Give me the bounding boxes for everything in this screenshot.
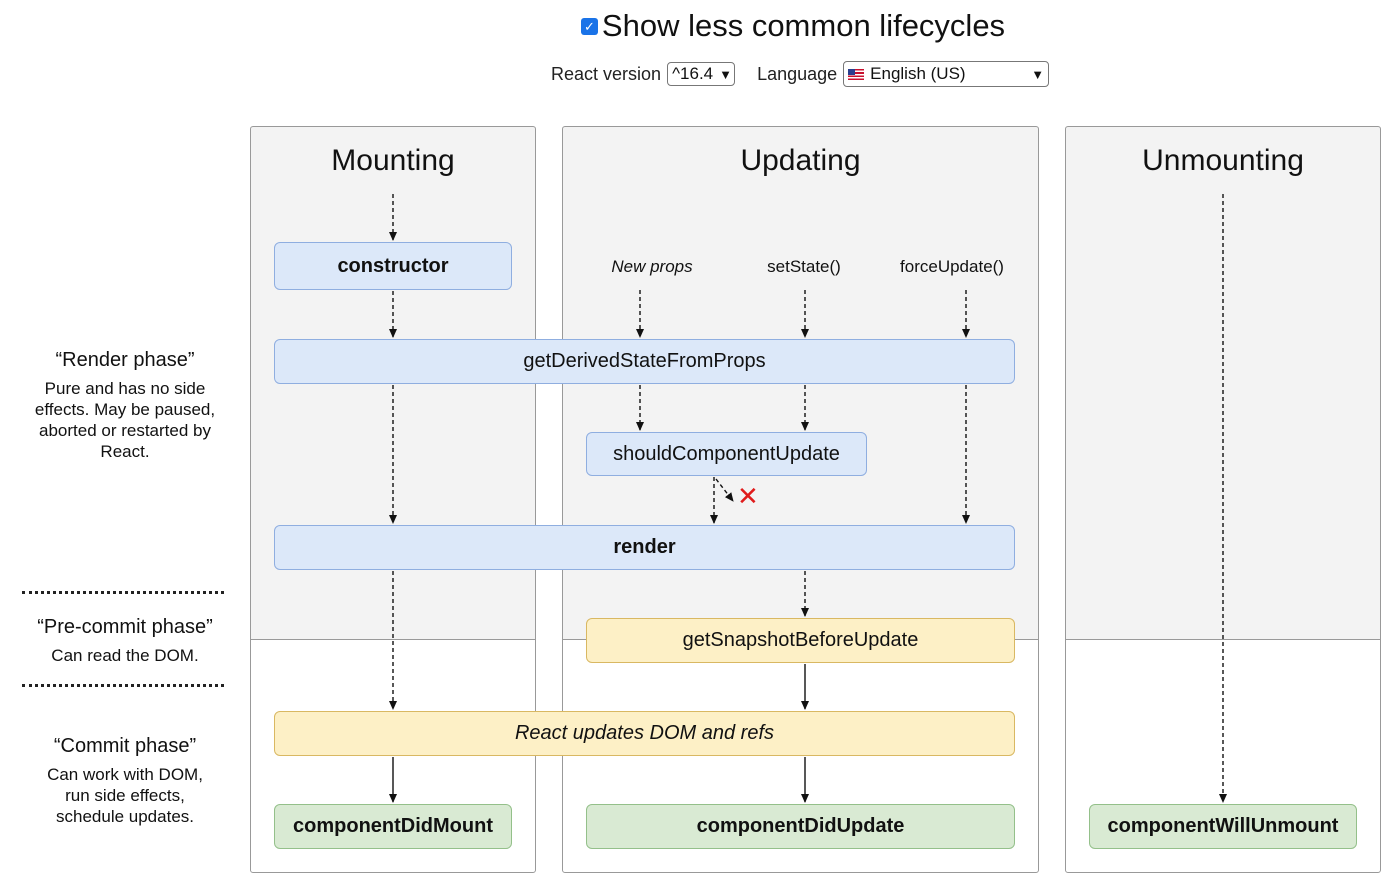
less-common-toggle[interactable]: ✓ Show less common lifecycles [580,8,1006,44]
unmounting-column [1065,126,1381,873]
component-did-update-node[interactable]: componentDidUpdate [586,804,1015,849]
constructor-node[interactable]: constructor [274,242,512,290]
mounting-column [250,126,536,873]
phase-divider [22,591,224,594]
get-snapshot-node[interactable]: getSnapshotBeforeUpdate [586,618,1015,663]
mounting-title: Mounting [331,144,455,177]
render-node[interactable]: render [274,525,1015,570]
language-label: Language [757,63,838,84]
options-bar: React version ^16.4 ▼ Language English (… [551,58,1050,90]
cross-icon: ✕ [737,481,759,511]
language-value: English (US) [870,64,966,83]
precommit-phase-title: “Pre-commit phase” [37,616,213,638]
toggle-label[interactable]: Show less common lifecycles [601,8,1006,43]
unmounting-title: Unmounting [1142,144,1304,177]
precommit-phase-note: “Pre-commit phase” Can read the DOM. [10,616,240,666]
component-did-mount-node[interactable]: componentDidMount [274,804,512,849]
chevron-down-icon: ▼ [1031,66,1045,82]
component-will-unmount-node[interactable]: componentWillUnmount [1089,804,1357,849]
render-phase-note: “Render phase” Pure and has no side effe… [10,349,240,462]
should-component-update-node[interactable]: shouldComponentUpdate [586,432,867,476]
us-flag-icon [848,68,865,80]
updating-column [562,126,1039,873]
force-update-label: forceUpdate() [900,257,1004,276]
get-derived-state-node[interactable]: getDerivedStateFromProps [274,339,1015,384]
version-value: ^16.4 [672,64,714,83]
phase-divider [22,684,224,687]
language-select[interactable]: English (US) ▼ [843,61,1050,87]
new-props-label: New props [611,257,693,276]
render-phase-desc: Pure and has no side effects. May be pau… [34,379,216,461]
commit-phase-note: “Commit phase” Can work with DOM, run si… [10,735,240,827]
set-state-label: setState() [767,257,841,276]
render-phase-title: “Render phase” [55,349,195,371]
dom-updates-node: React updates DOM and refs [274,711,1015,756]
chevron-down-icon: ▼ [719,66,733,82]
commit-phase-title: “Commit phase” [53,735,197,757]
checkmark-icon[interactable]: ✓ [580,17,598,35]
precommit-phase-desc: Can read the DOM. [51,646,199,665]
version-select[interactable]: ^16.4 ▼ [667,62,736,86]
toggle-bar: ✓ Show less common lifecycles [0,6,1400,46]
updating-title: Updating [740,144,861,177]
version-label: React version [551,63,662,84]
commit-phase-desc: Can work with DOM, run side effects, sch… [47,765,203,826]
